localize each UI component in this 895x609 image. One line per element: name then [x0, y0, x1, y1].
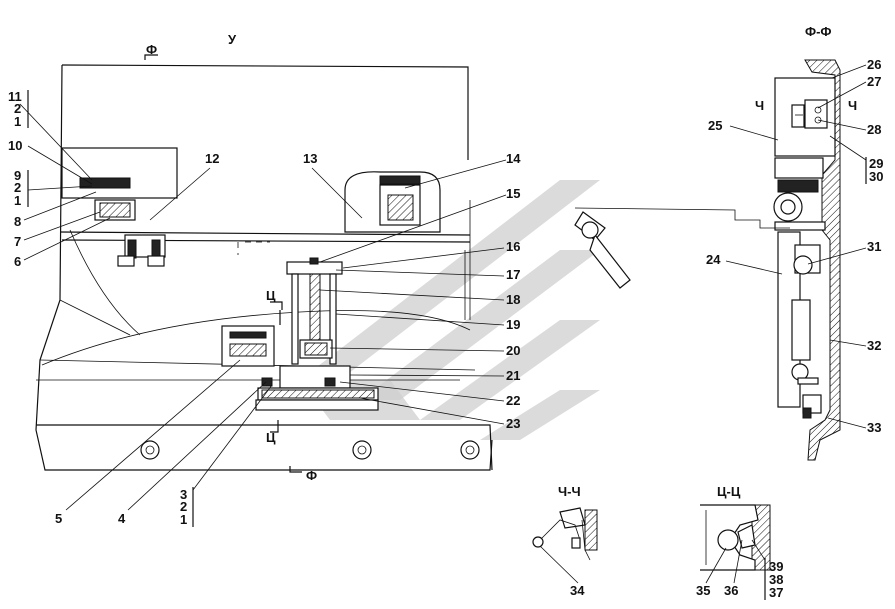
callout-26: 26: [867, 57, 881, 72]
callout-13: 13: [303, 151, 317, 166]
callout-30: 30: [869, 169, 883, 184]
callout-14: 14: [506, 151, 521, 166]
callout-20: 20: [506, 343, 520, 358]
callout-15: 15: [506, 186, 520, 201]
section-ff-view: [574, 59, 841, 461]
section-tsts-view: [700, 504, 771, 571]
callout-11: 11: [8, 89, 22, 104]
callout-27: 27: [867, 74, 881, 89]
callout-7: 7: [14, 234, 21, 249]
cut-mark-ts-bottom: Ц: [266, 430, 276, 445]
cut-mark-ch-right: Ч: [848, 98, 857, 113]
callout-28: 28: [867, 122, 881, 137]
callout-36: 36: [724, 583, 738, 598]
callout-4: 4: [118, 511, 126, 526]
cut-mark-f-top: Ф: [146, 42, 157, 57]
callout-32: 32: [867, 338, 881, 353]
callout-6: 6: [14, 254, 21, 269]
callout-25: 25: [708, 118, 722, 133]
callout-5: 5: [55, 511, 62, 526]
callout-1a: 1: [14, 114, 21, 129]
callout-39: 39: [769, 559, 783, 574]
callout-34: 34: [570, 583, 585, 598]
callout-22: 22: [506, 393, 520, 408]
callout-18: 18: [506, 292, 520, 307]
cut-mark-ch-left: Ч: [755, 98, 764, 113]
callout-24: 24: [706, 252, 721, 267]
callout-37: 37: [769, 585, 783, 600]
callout-23: 23: [506, 416, 520, 431]
callout-12: 12: [205, 151, 219, 166]
view-title-section-ff: Ф-Ф: [805, 24, 832, 39]
callout-17: 17: [506, 267, 520, 282]
main-view: [35, 54, 493, 473]
callout-2b: 2: [14, 180, 21, 195]
callout-3: 3: [180, 487, 187, 502]
callout-16: 16: [506, 239, 520, 254]
section-chch-view: [532, 507, 598, 561]
view-title-main: У: [228, 32, 237, 47]
callout-10: 10: [8, 138, 22, 153]
callout-2a: 2: [14, 101, 21, 116]
callout-33: 33: [867, 420, 881, 435]
callout-31: 31: [867, 239, 881, 254]
callout-35: 35: [696, 583, 710, 598]
callout-8: 8: [14, 214, 21, 229]
callout-29: 29: [869, 156, 883, 171]
view-title-section-chch: Ч-Ч: [558, 484, 581, 499]
callout-38: 38: [769, 572, 783, 587]
cut-mark-f-bottom: Ф: [306, 468, 317, 483]
callout-1c: 1: [180, 512, 187, 527]
callout-21: 21: [506, 368, 520, 383]
callout-19: 19: [506, 317, 520, 332]
callout-1b: 1: [14, 193, 21, 208]
view-title-section-tsts: Ц-Ц: [717, 484, 741, 499]
cut-mark-ts-top: Ц: [266, 288, 276, 303]
callout-2c: 2: [180, 499, 187, 514]
callout-9: 9: [14, 168, 21, 183]
